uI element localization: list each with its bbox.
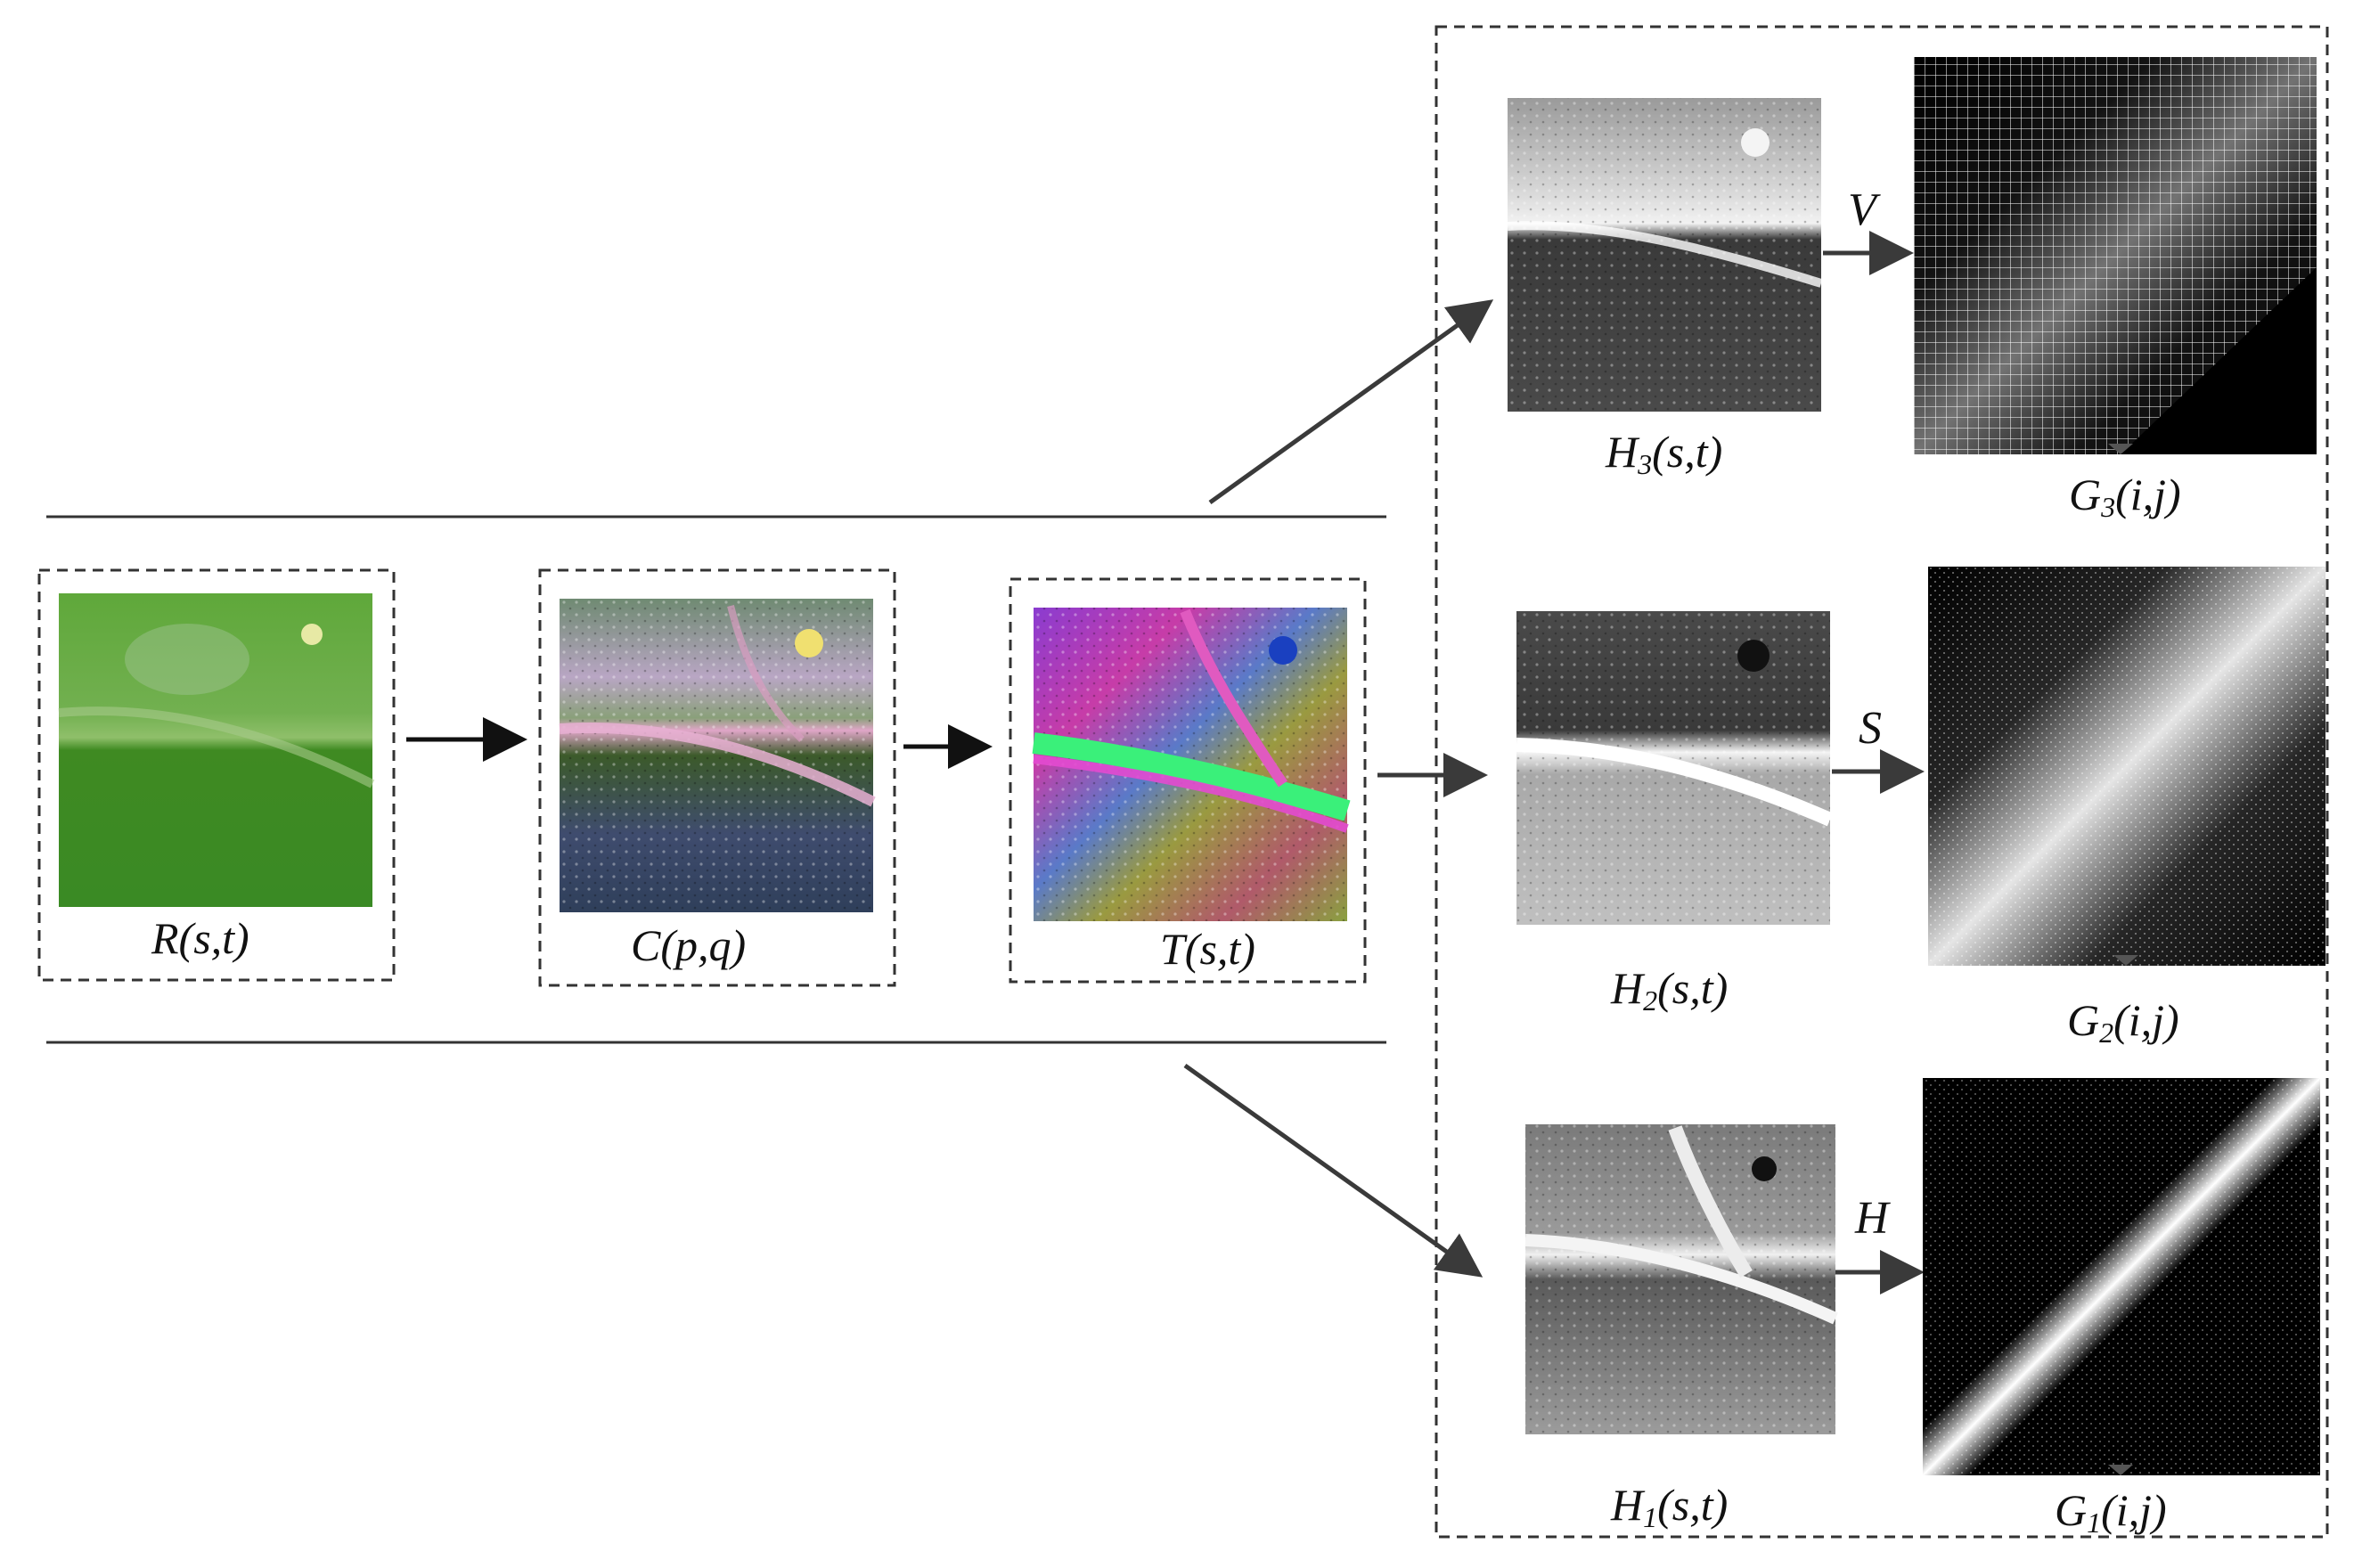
value-channel-image [1507,98,1823,412]
co-occurrence-matrix-g3 [1914,57,2317,454]
transform-stage-frame [1009,577,1367,984]
contrast-stage-frame [538,568,896,987]
leaf-rgb-image [58,593,375,907]
value-arrow-label: V [1848,184,1876,235]
hue-channel-label: H1(s,t) [1611,1480,1729,1533]
co-occurrence-matrix-g2 [1928,567,2325,966]
rgb-stage-label: R(s,t) [151,913,249,963]
leaf-hsv-image [1032,608,1351,921]
contrast-stage-label: C(p,q) [631,920,747,970]
saturation-matrix-label: G2(i,j) [2067,995,2179,1049]
hue-matrix-label: G1(i,j) [2055,1485,2167,1539]
saturation-arrow-label: S [1859,703,1882,754]
transform-stage-label: T(s,t) [1160,924,1255,974]
saturation-channel-label: H2(s,t) [1611,963,1729,1017]
arrow-to-h3 [1208,299,1494,505]
leaf-enhanced-image [559,599,876,912]
channel-group-frame [1434,25,2329,1539]
hue-arrow-label: H [1855,1193,1889,1244]
arrow-to-h1 [1183,1063,1484,1278]
rgb-stage-frame [37,568,396,982]
co-occurrence-matrix-g1 [1923,1078,2320,1475]
value-matrix-label: G3(i,j) [2069,470,2181,523]
hue-channel-image [1524,1124,1838,1434]
value-channel-label: H3(s,t) [1606,427,1723,480]
saturation-channel-image [1516,611,1834,925]
